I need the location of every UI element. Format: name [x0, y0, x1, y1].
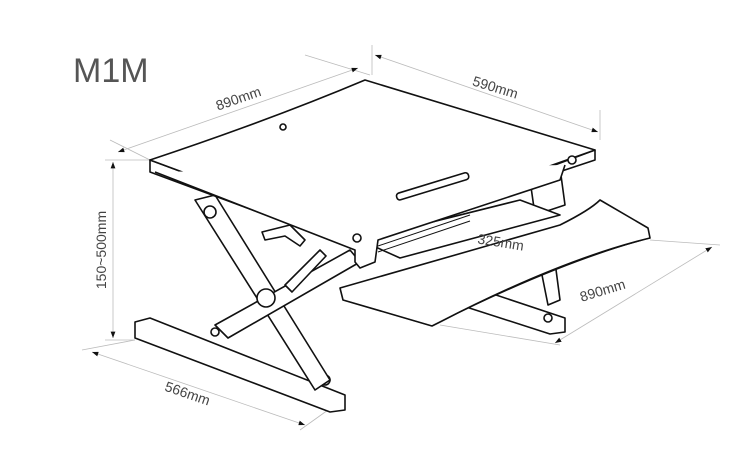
- keyboard-tray: [339, 199, 651, 327]
- model-title: M1M: [73, 52, 149, 90]
- dimension-keyboard-width: 890mm: [578, 276, 627, 305]
- dimension-base-width: 566mm: [163, 378, 212, 408]
- device-slot: [395, 171, 470, 201]
- dimension-keyboard-depth: 325mm: [476, 231, 525, 254]
- dimension-top-depth: 590mm: [471, 73, 520, 102]
- pivot-knob-icon: [256, 288, 276, 308]
- desktop-surface: [149, 79, 596, 269]
- dimension-top-width: 890mm: [214, 83, 263, 113]
- scissor-lift: [194, 167, 566, 391]
- dimension-height-range: 150~500mm: [93, 211, 109, 289]
- dimension-lines: [81, 45, 721, 431]
